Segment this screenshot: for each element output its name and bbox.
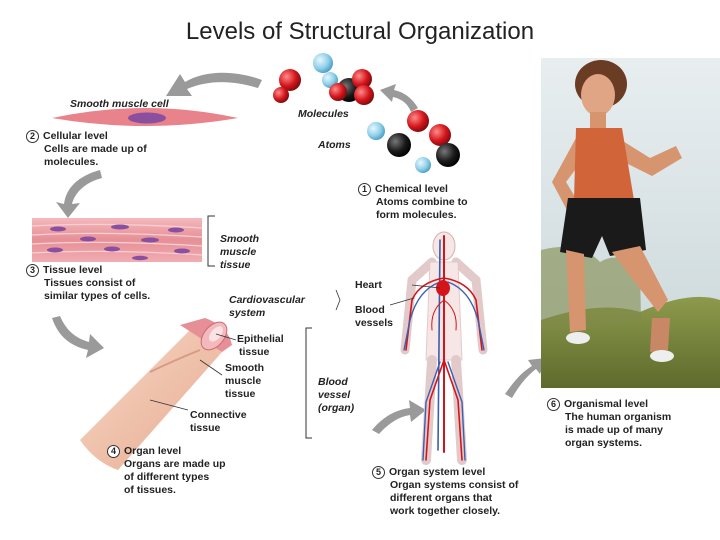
arrow-atoms-to-molecules [380, 84, 418, 112]
arrow-system-to-organism [505, 358, 546, 398]
smooth-muscle-tissue [31, 218, 203, 262]
label-cardiovascular-system: Cardiovascular system [229, 294, 305, 319]
atom-cluster [367, 110, 460, 173]
label-blood-vessels: Blood vessels [355, 304, 393, 329]
tissue-bracket [207, 215, 215, 267]
label-organ-smooth-muscle: Smooth muscle tissue [225, 362, 265, 400]
label-blood-vessel-organ: Blood vessel (organ) [318, 376, 355, 414]
molecule-cluster [273, 53, 374, 105]
cardiovascular-figure [400, 231, 488, 465]
organ-bracket [305, 327, 312, 439]
level-number: 3 [26, 264, 39, 277]
label-epithelial-tissue: Epithelial tissue [237, 333, 284, 358]
label-smooth-muscle-cell: Smooth muscle cell [70, 98, 169, 110]
label-atoms: Atoms [318, 139, 351, 151]
arrow-organ-to-system [372, 400, 426, 434]
level-number: 4 [107, 445, 120, 458]
smooth-muscle-cell [52, 108, 238, 126]
label-molecules: Molecules [298, 108, 349, 120]
arrow-tissue-to-organ [52, 316, 104, 358]
label-connective-tissue: Connective tissue [190, 409, 247, 434]
arrow-cell-to-tissue [56, 170, 102, 218]
label-heart: Heart [355, 279, 382, 291]
label-smooth-muscle-tissue: Smooth muscle tissue [220, 233, 260, 271]
runner-photo [541, 58, 720, 388]
system-leaders [389, 284, 441, 306]
arrow-molecules-to-cell [166, 72, 262, 96]
system-bracket [335, 289, 341, 311]
level-number: 5 [372, 466, 385, 479]
level-number: 6 [547, 398, 560, 411]
level-number: 2 [26, 130, 39, 143]
level-number: 1 [358, 183, 371, 196]
page-title: Levels of Structural Organization [185, 18, 535, 45]
organ-leaders [149, 333, 237, 411]
